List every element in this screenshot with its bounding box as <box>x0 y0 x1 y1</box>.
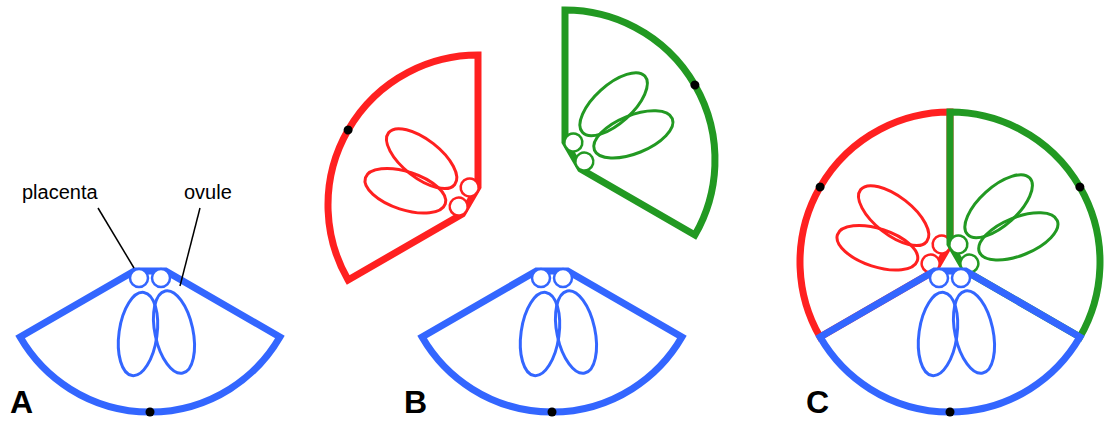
carpel <box>279 15 537 314</box>
part-label: ovule <box>184 181 232 204</box>
carpel <box>891 72 1105 371</box>
panel-letter: A <box>10 384 33 421</box>
carpel <box>20 269 280 417</box>
carpel <box>506 0 764 269</box>
panel-letter: B <box>404 384 427 421</box>
carpel <box>751 72 1009 371</box>
panel-letter: C <box>806 384 829 421</box>
part-label: placenta <box>22 181 98 204</box>
leader-line <box>180 208 200 286</box>
carpel <box>820 269 1080 417</box>
carpel <box>422 269 682 417</box>
leader-line <box>98 208 134 268</box>
